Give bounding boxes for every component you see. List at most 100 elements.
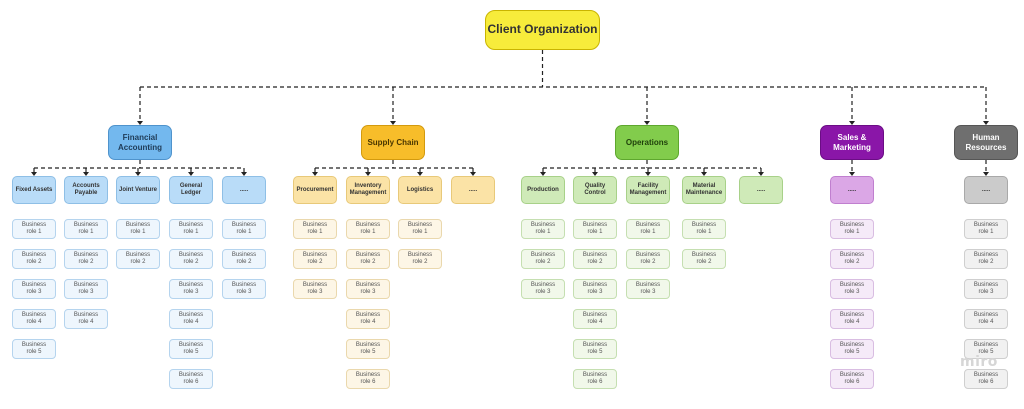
business-role-box[interactable]: Business role 2 <box>346 249 390 269</box>
business-role-box[interactable]: Business role 2 <box>521 249 565 269</box>
team-box-label: Production <box>527 186 559 193</box>
business-role-box[interactable]: Business role 3 <box>521 279 565 299</box>
team-box[interactable]: Production <box>521 176 565 204</box>
business-role-box[interactable]: Business role 5 <box>169 339 213 359</box>
business-role-box[interactable]: Business role 2 <box>293 249 337 269</box>
business-role-box[interactable]: Business role 2 <box>64 249 108 269</box>
team-box[interactable]: Material Maintenance <box>682 176 726 204</box>
business-role-box[interactable]: Business role 2 <box>964 249 1008 269</box>
business-role-box[interactable]: Business role 3 <box>169 279 213 299</box>
team-box[interactable]: Logistics <box>398 176 442 204</box>
team-box[interactable]: ..... <box>451 176 495 204</box>
business-role-box[interactable]: Business role 3 <box>222 279 266 299</box>
team-box[interactable]: Joint Venture <box>116 176 160 204</box>
business-role-box[interactable]: Business role 1 <box>293 219 337 239</box>
team-box[interactable]: ..... <box>222 176 266 204</box>
business-role-box[interactable]: Business role 4 <box>12 309 56 329</box>
business-role-box[interactable]: Business role 6 <box>964 369 1008 389</box>
business-role-box[interactable]: Business role 6 <box>346 369 390 389</box>
business-role-box[interactable]: Business role 5 <box>573 339 617 359</box>
business-role-box-label: Business role 4 <box>582 312 608 325</box>
business-role-box-label: Business role 1 <box>407 222 433 235</box>
business-role-box[interactable]: Business role 1 <box>64 219 108 239</box>
business-role-box[interactable]: Business role 2 <box>573 249 617 269</box>
department-supply-chain-label: Supply Chain <box>367 137 419 147</box>
business-role-box[interactable]: Business role 1 <box>398 219 442 239</box>
miro-watermark: miro <box>960 354 998 370</box>
business-role-box-label: Business role 1 <box>73 222 99 235</box>
business-role-box[interactable]: Business role 1 <box>169 219 213 239</box>
business-role-box[interactable]: Business role 1 <box>626 219 670 239</box>
business-role-box[interactable]: Business role 2 <box>116 249 160 269</box>
business-role-box[interactable]: Business role 3 <box>573 279 617 299</box>
business-role-box-label: Business role 3 <box>635 282 661 295</box>
department-sales-marketing[interactable]: Sales & Marketing <box>820 125 884 160</box>
business-role-box[interactable]: Business role 2 <box>169 249 213 269</box>
business-role-box[interactable]: Business role 1 <box>830 219 874 239</box>
business-role-box[interactable]: Business role 1 <box>222 219 266 239</box>
team-box[interactable]: Facility Management <box>626 176 670 204</box>
team-box[interactable]: Accounts Payable <box>64 176 108 204</box>
business-role-box[interactable]: Business role 2 <box>830 249 874 269</box>
business-role-box[interactable]: Business role 1 <box>116 219 160 239</box>
team-box[interactable]: Procurement <box>293 176 337 204</box>
root-node-client-organization[interactable]: Client Organization <box>485 10 600 50</box>
team-box[interactable]: ..... <box>964 176 1008 204</box>
team-box[interactable]: Fixed Assets <box>12 176 56 204</box>
business-role-box[interactable]: Business role 2 <box>626 249 670 269</box>
business-role-box[interactable]: Business role 5 <box>346 339 390 359</box>
business-role-box[interactable]: Business role 1 <box>12 219 56 239</box>
department-supply-chain[interactable]: Supply Chain <box>361 125 425 160</box>
department-human-resources[interactable]: Human Resources <box>954 125 1018 160</box>
business-role-box[interactable]: Business role 3 <box>964 279 1008 299</box>
business-role-box[interactable]: Business role 6 <box>830 369 874 389</box>
business-role-box-label: Business role 1 <box>355 222 381 235</box>
business-role-box-label: Business role 1 <box>231 222 257 235</box>
business-role-box-label: Business role 5 <box>355 342 381 355</box>
business-role-box[interactable]: Business role 1 <box>964 219 1008 239</box>
business-role-box[interactable]: Business role 2 <box>222 249 266 269</box>
business-role-box-label: Business role 2 <box>73 252 99 265</box>
business-role-box-label: Business role 3 <box>582 282 608 295</box>
business-role-box[interactable]: Business role 1 <box>346 219 390 239</box>
business-role-box[interactable]: Business role 3 <box>293 279 337 299</box>
business-role-box[interactable]: Business role 2 <box>398 249 442 269</box>
business-role-box[interactable]: Business role 1 <box>521 219 565 239</box>
business-role-box[interactable]: Business role 4 <box>169 309 213 329</box>
business-role-box[interactable]: Business role 3 <box>64 279 108 299</box>
department-operations[interactable]: Operations <box>615 125 679 160</box>
business-role-box[interactable]: Business role 4 <box>346 309 390 329</box>
team-box[interactable]: General Ledger <box>169 176 213 204</box>
business-role-box-label: Business role 2 <box>635 252 661 265</box>
business-role-box-label: Business role 5 <box>973 342 999 355</box>
business-role-box[interactable]: Business role 3 <box>12 279 56 299</box>
department-financial-accounting[interactable]: Financial Accounting <box>108 125 172 160</box>
business-role-box[interactable]: Business role 5 <box>830 339 874 359</box>
team-box[interactable]: Quality Control <box>573 176 617 204</box>
business-role-box[interactable]: Business role 3 <box>346 279 390 299</box>
business-role-box[interactable]: Business role 3 <box>830 279 874 299</box>
business-role-box[interactable]: Business role 3 <box>626 279 670 299</box>
business-role-box-label: Business role 2 <box>125 252 151 265</box>
business-role-box[interactable]: Business role 2 <box>682 249 726 269</box>
business-role-box[interactable]: Business role 5 <box>12 339 56 359</box>
business-role-box[interactable]: Business role 1 <box>682 219 726 239</box>
team-box[interactable]: ..... <box>739 176 783 204</box>
business-role-box-label: Business role 3 <box>21 282 47 295</box>
business-role-box-label: Business role 6 <box>582 372 608 385</box>
business-role-box[interactable]: Business role 6 <box>169 369 213 389</box>
team-box[interactable]: Inventory Management <box>346 176 390 204</box>
business-role-box-label: Business role 4 <box>178 312 204 325</box>
business-role-box[interactable]: Business role 4 <box>964 309 1008 329</box>
team-box-label: ..... <box>468 186 478 193</box>
business-role-box-label: Business role 4 <box>73 312 99 325</box>
business-role-box[interactable]: Business role 4 <box>64 309 108 329</box>
business-role-box[interactable]: Business role 2 <box>12 249 56 269</box>
business-role-box-label: Business role 4 <box>839 312 865 325</box>
business-role-box[interactable]: Business role 4 <box>830 309 874 329</box>
business-role-box[interactable]: Business role 4 <box>573 309 617 329</box>
business-role-box[interactable]: Business role 1 <box>573 219 617 239</box>
business-role-box[interactable]: Business role 5 <box>964 339 1008 359</box>
business-role-box[interactable]: Business role 6 <box>573 369 617 389</box>
team-box[interactable]: ..... <box>830 176 874 204</box>
